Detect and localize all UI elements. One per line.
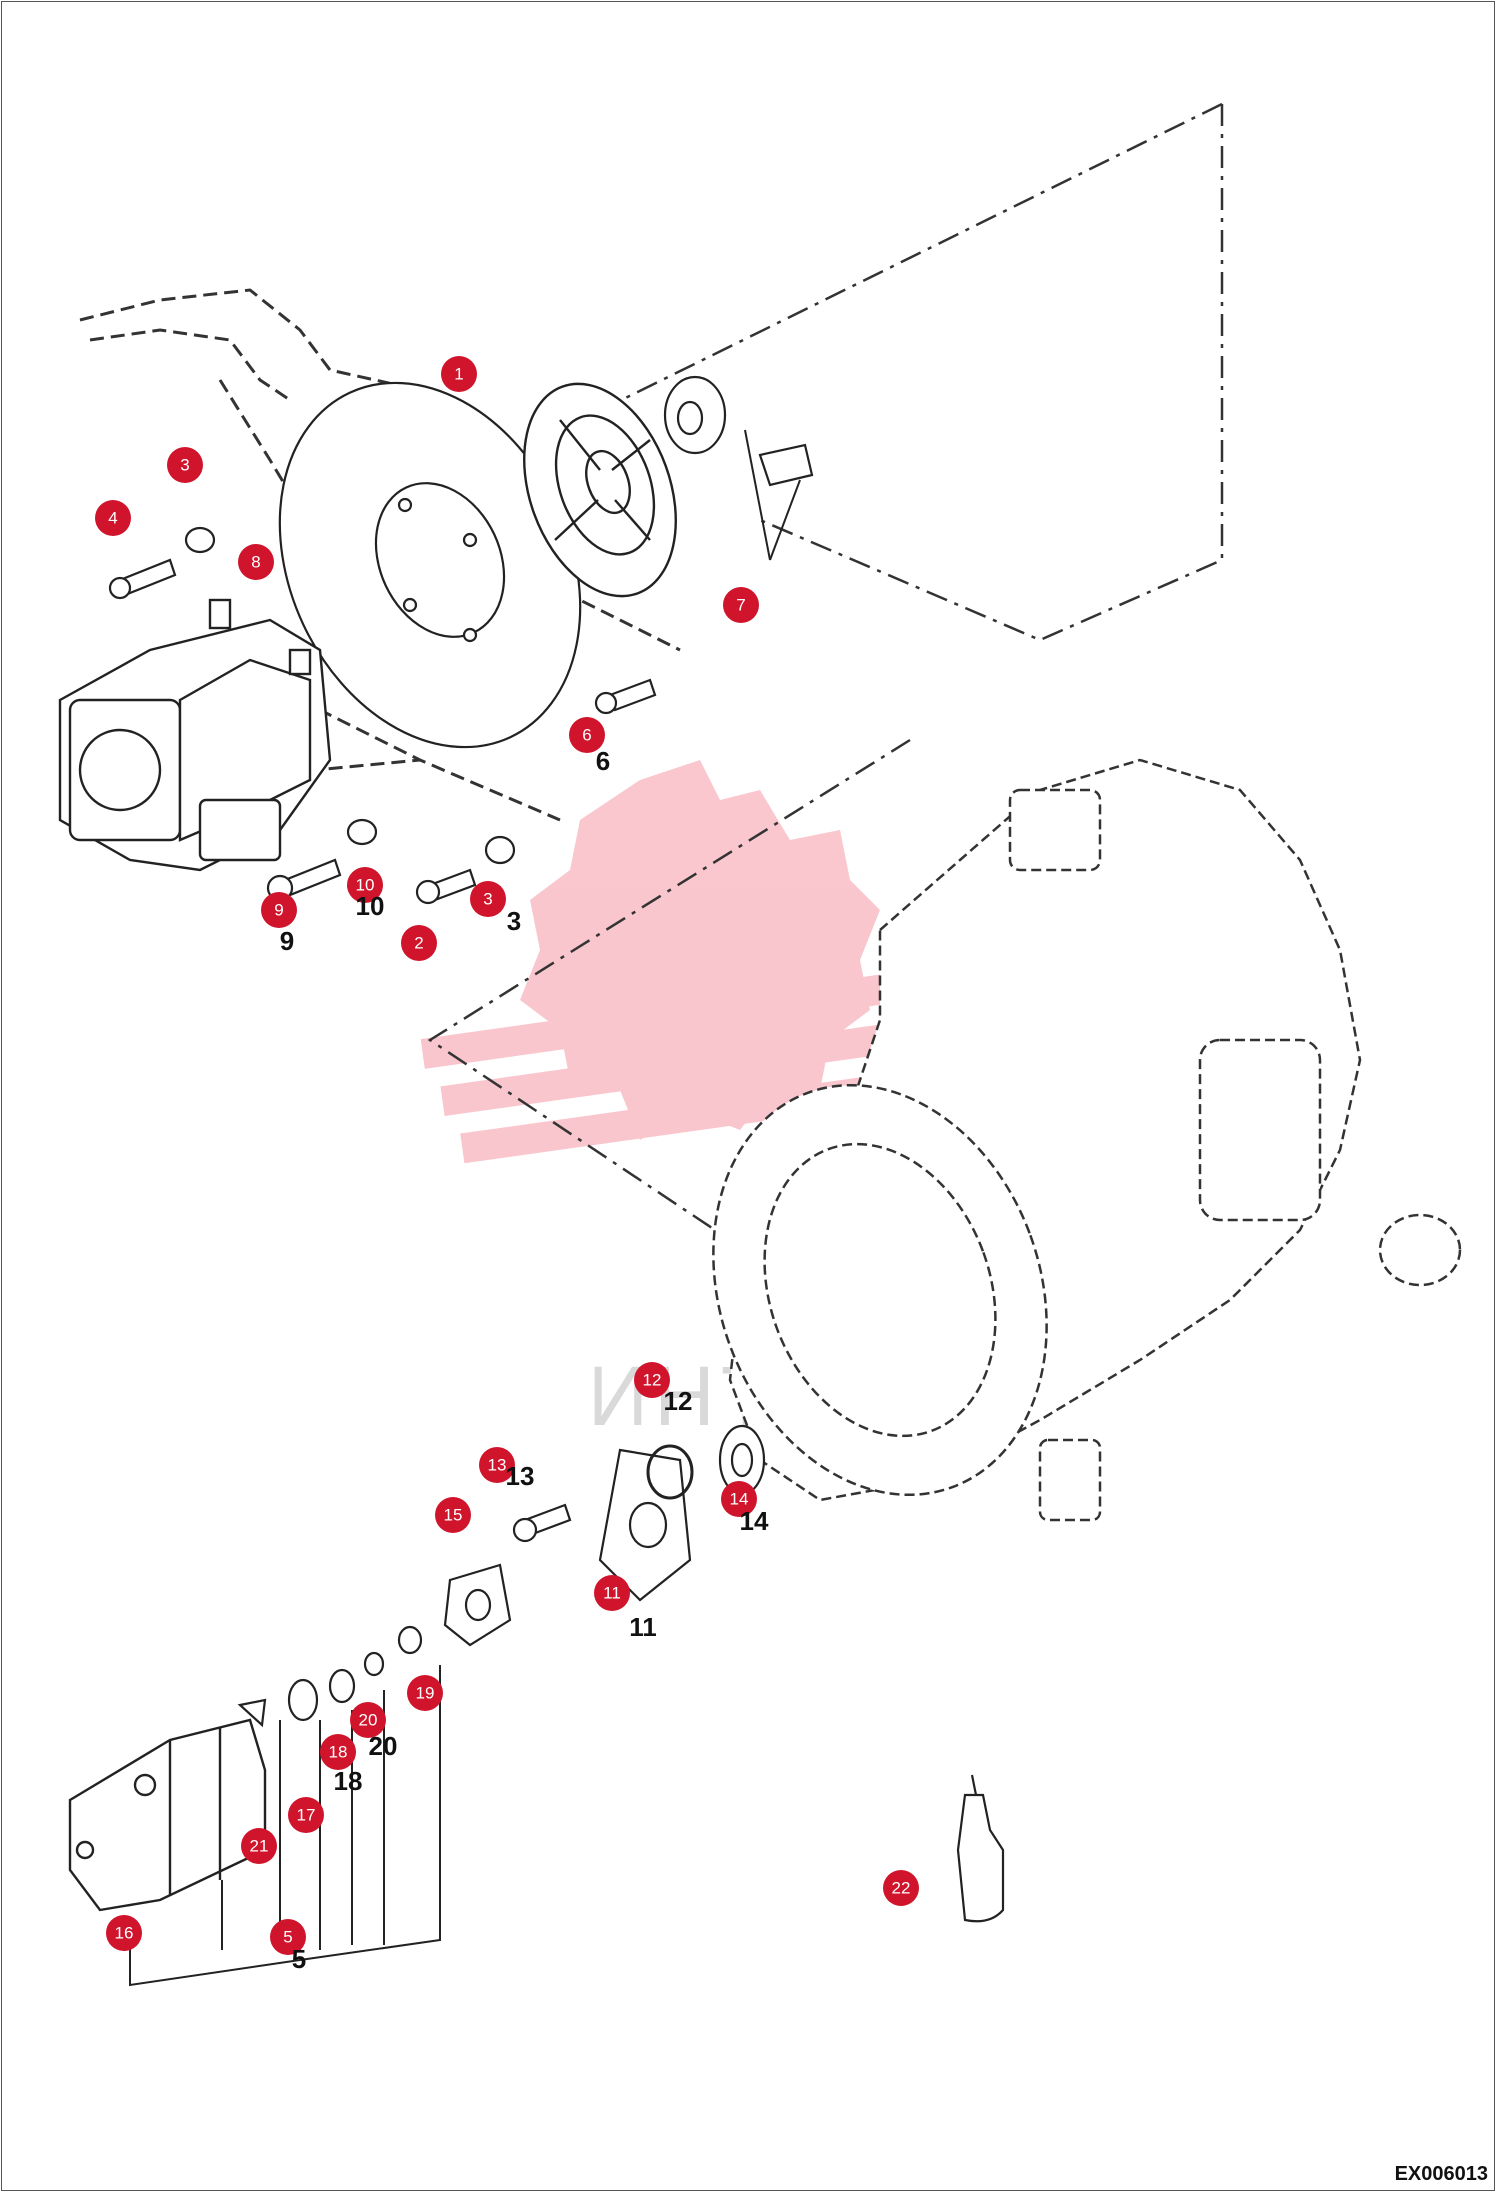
part-number-12: 12 — [664, 1386, 693, 1416]
flywheel-hub — [663, 375, 814, 487]
part-number-14: 14 — [740, 1506, 769, 1536]
callout-19: 19 — [407, 1675, 443, 1711]
callout-12: 12 — [634, 1362, 670, 1398]
svg-text:2: 2 — [414, 934, 423, 953]
part-number-11: 11 — [629, 1612, 657, 1642]
part-number-5: 5 — [292, 1944, 306, 1974]
gear-pump — [68, 1718, 267, 1912]
drawing-reference-code: EX006013 — [1394, 2163, 1488, 2185]
callout-8: 8 — [238, 544, 274, 580]
callout-16: 16 — [106, 1915, 142, 1951]
svg-text:5: 5 — [283, 1928, 292, 1947]
svg-text:11: 11 — [603, 1584, 621, 1603]
svg-text:3: 3 — [483, 890, 492, 909]
callout-15: 15 — [435, 1497, 471, 1533]
callout-2: 2 — [401, 925, 437, 961]
callout-3a: 3 — [167, 447, 203, 483]
callout-4: 4 — [95, 500, 131, 536]
callout-7: 7 — [723, 587, 759, 623]
svg-text:10: 10 — [356, 876, 375, 895]
svg-text:4: 4 — [108, 509, 117, 528]
part-number-13: 13 — [506, 1461, 535, 1491]
callout-13: 13 — [479, 1447, 515, 1483]
engine-block — [712, 758, 1462, 1522]
callout-9: 9 — [261, 892, 297, 928]
svg-text:18: 18 — [329, 1743, 348, 1762]
svg-text:6: 6 — [582, 726, 591, 745]
callout-21: 21 — [241, 1828, 277, 1864]
svg-text:15: 15 — [444, 1506, 463, 1525]
callout-11: 11 — [594, 1575, 630, 1611]
svg-text:12: 12 — [643, 1371, 662, 1390]
part-number-20: 20 — [369, 1731, 398, 1761]
svg-text:19: 19 — [416, 1684, 435, 1703]
gear-pump-drive-parts — [443, 1424, 766, 1647]
callout-markers: 1 2 3 3 4 5 6 7 8 9 10 11 12 13 14 15 16… — [95, 356, 919, 1955]
assembly-boundary-lines — [427, 102, 1224, 1262]
svg-text:1: 1 — [454, 365, 463, 384]
svg-text:22: 22 — [892, 1879, 911, 1898]
main-hydraulic-pump — [58, 598, 332, 872]
part-number-6: 6 — [596, 746, 610, 776]
svg-text:3: 3 — [180, 456, 189, 475]
svg-text:13: 13 — [488, 1456, 507, 1475]
callout-1: 1 — [441, 356, 477, 392]
svg-text:17: 17 — [297, 1806, 316, 1825]
svg-text:21: 21 — [250, 1837, 269, 1856]
callout-10: 10 — [347, 867, 383, 903]
svg-text:8: 8 — [251, 553, 260, 572]
callout-20: 20 — [350, 1702, 386, 1738]
printed-part-numbers: 6 9 10 3 11 12 13 14 18 20 5 — [280, 746, 769, 1974]
callout-22: 22 — [883, 1870, 919, 1906]
kit-bracket-lines — [129, 429, 801, 1987]
callout-17: 17 — [288, 1797, 324, 1833]
svg-text:7: 7 — [736, 596, 745, 615]
callout-5: 5 — [270, 1919, 306, 1955]
svg-text:20: 20 — [359, 1711, 378, 1730]
callout-18: 18 — [320, 1734, 356, 1770]
part-number-18: 18 — [334, 1766, 363, 1796]
flywheel — [523, 382, 677, 598]
gear-pump-seals — [237, 1625, 423, 1728]
callout-3b: 3 — [470, 881, 506, 917]
callout-14: 14 — [721, 1481, 757, 1517]
svg-text:9: 9 — [274, 901, 283, 920]
svg-text:14: 14 — [730, 1490, 749, 1509]
part-number-10: 10 — [356, 891, 385, 921]
upper-fasteners — [108, 526, 657, 905]
part-number-3: 3 — [507, 906, 521, 936]
svg-text:16: 16 — [115, 1924, 134, 1943]
callout-6: 6 — [569, 717, 605, 753]
part-number-9: 9 — [280, 926, 294, 956]
flex-plate — [278, 381, 582, 749]
sealant-tube — [956, 1774, 1005, 1923]
